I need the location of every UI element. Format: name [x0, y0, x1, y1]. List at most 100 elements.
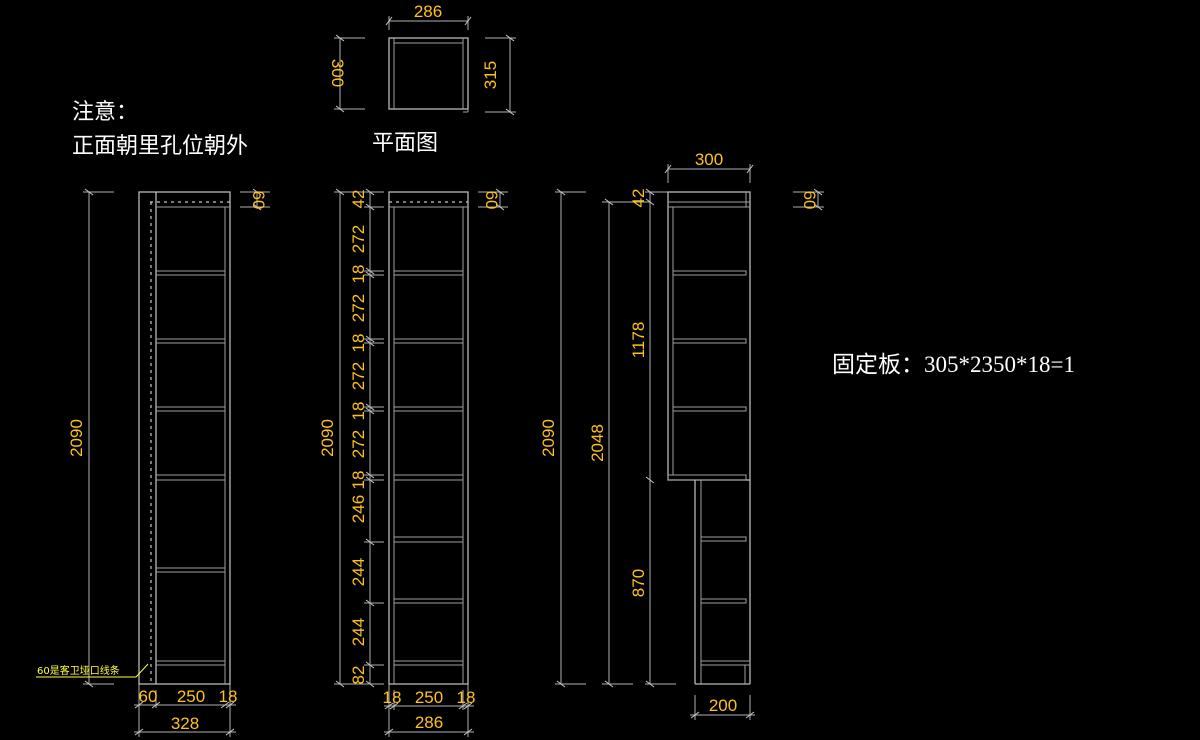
view-c-upper-height-label: 1178	[629, 322, 648, 359]
shelf	[672, 270, 747, 276]
view-b-segment-ticks	[364, 188, 384, 688]
dim-tick	[252, 188, 262, 196]
dim-tick	[495, 203, 505, 211]
dim-tick	[252, 203, 262, 211]
view-b-width-250: 250	[415, 688, 443, 707]
dim-tick	[604, 680, 614, 688]
dim-tick	[495, 188, 505, 196]
view-b-width-18-left: 18	[383, 688, 402, 707]
view-c-top-width-label: 300	[695, 150, 723, 169]
view-c-upper-outline	[667, 191, 751, 481]
plan-view: 286 300 315	[328, 2, 516, 116]
view-b-height-label: 2090	[318, 419, 337, 457]
dim-tick	[746, 164, 754, 174]
segment-label: 272	[349, 362, 368, 390]
dim-tick	[335, 188, 345, 196]
front-view-b: 2090 42 272 18 272 18 272 18 272 18 246 …	[318, 188, 508, 737]
view-b-total-width: 286	[415, 713, 443, 732]
plan-right-depth-label: 315	[481, 61, 500, 89]
dim-tick	[813, 203, 823, 211]
view-a-top-offset-label: 60	[249, 191, 268, 210]
dim-tick	[385, 16, 393, 26]
dim-tick	[389, 702, 399, 710]
view-c-height-label: 2090	[539, 419, 558, 457]
view-c-top-offset-label: 60	[800, 191, 819, 210]
view-b-shelves	[394, 270, 463, 666]
plan-outline	[388, 37, 469, 110]
note-title: 注意：	[72, 100, 138, 125]
dim-tick	[645, 476, 655, 484]
segment-label: 272	[349, 430, 368, 458]
dim-tick	[335, 105, 345, 113]
dim-tick	[458, 702, 468, 710]
segment-label: 244	[349, 618, 368, 646]
view-c-bottom-width-label: 200	[709, 696, 737, 715]
dim-tick	[690, 711, 700, 719]
shelf	[700, 536, 747, 542]
segment-label: 246	[349, 495, 368, 523]
dim-tick	[645, 198, 655, 206]
view-a-total-width: 328	[171, 714, 199, 733]
segment-label: 42	[349, 190, 368, 209]
note-line: 正面朝里孔位朝外	[72, 134, 248, 159]
fixed-panel-note: 固定板：305*2350*18=1	[832, 352, 1075, 377]
shelf	[700, 598, 747, 604]
segment-label: 18	[349, 471, 368, 490]
plan-view-label: 平面图	[372, 131, 438, 156]
shelf	[672, 338, 747, 344]
dim-tick	[335, 680, 345, 688]
segment-label: 272	[349, 294, 368, 322]
view-a-width-18: 18	[219, 687, 238, 706]
plan-width-label: 286	[414, 2, 442, 21]
dim-tick	[505, 108, 515, 116]
view-b-top-offset-label: 60	[482, 191, 501, 210]
dim-tick	[225, 701, 235, 709]
dim-tick	[384, 702, 394, 710]
dim-tick	[134, 701, 144, 709]
view-c-divider-board	[667, 474, 747, 481]
dim-tick	[151, 701, 161, 709]
side-view-c: 2090 2048 42 1178 870 300	[539, 150, 824, 720]
segment-label: 244	[349, 558, 368, 586]
shelf	[672, 406, 747, 412]
dim-tick	[556, 680, 566, 688]
dim-tick	[645, 188, 655, 196]
dim-tick	[556, 188, 566, 196]
view-c-lower-height-label: 870	[629, 569, 648, 597]
view-c-top-segment-label: 42	[629, 189, 648, 208]
dim-tick	[335, 34, 345, 42]
view-a-width-250: 250	[177, 687, 205, 706]
dim-tick	[664, 164, 672, 174]
segment-label: 82	[349, 666, 368, 685]
view-a-shelves	[156, 270, 225, 666]
segment-label: 18	[349, 265, 368, 284]
view-b-width-18-right: 18	[457, 688, 476, 707]
segment-label: 18	[349, 334, 368, 353]
segment-label: 18	[349, 402, 368, 421]
dim-tick	[505, 34, 515, 42]
plan-left-depth-label: 300	[328, 59, 347, 87]
dim-tick	[225, 728, 235, 736]
dim-tick	[463, 702, 473, 710]
shelf	[700, 660, 751, 666]
view-b-outline	[388, 191, 469, 685]
view-a-height-label: 2090	[67, 419, 86, 457]
dim-tick	[813, 188, 823, 196]
dim-tick	[220, 701, 230, 709]
dim-tick	[645, 680, 655, 688]
view-a-width-60: 60	[139, 687, 158, 706]
dim-tick	[84, 188, 94, 196]
dim-tick	[384, 728, 394, 736]
dim-tick	[464, 16, 472, 26]
dim-tick	[745, 711, 755, 719]
view-c-inner-height-label: 2048	[588, 424, 607, 462]
line-annotation: 60是客卫垭口线条	[37, 664, 120, 677]
dim-tick	[84, 680, 94, 688]
view-a-outline	[138, 191, 231, 685]
front-view-a: 2090 60 6	[36, 188, 270, 737]
segment-label: 272	[349, 225, 368, 253]
view-b-segment-labels: 42 272 18 272 18 272 18 272 18 246 244 2…	[349, 190, 368, 685]
dim-tick	[463, 728, 473, 736]
dim-tick	[134, 728, 144, 736]
